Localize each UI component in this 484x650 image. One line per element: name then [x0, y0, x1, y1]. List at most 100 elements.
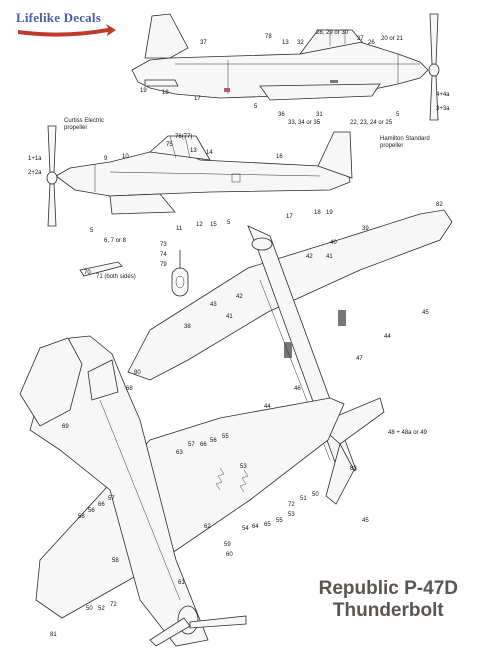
callout: 22, 23, 24 or 25	[350, 120, 393, 126]
callout: 42	[236, 294, 243, 300]
callout: 64	[252, 524, 259, 530]
callout: 61	[178, 580, 185, 586]
callout: 56	[210, 438, 217, 444]
callout: 19	[326, 210, 333, 216]
callout: 9	[104, 156, 108, 162]
callout: 69	[62, 424, 69, 430]
callout: 16	[276, 154, 283, 160]
both-sides-caption: 71 (both sides)	[96, 274, 136, 280]
callout: 82	[436, 202, 443, 208]
callout: 47	[356, 356, 363, 362]
callout: 66	[98, 502, 105, 508]
callout: 48 + 48a or 49	[388, 430, 428, 436]
callout: 53	[240, 464, 247, 470]
callout: 57	[188, 442, 195, 448]
callout: 5	[396, 112, 400, 118]
callouts-upper-view: 82 42 40 39 41 38 42 41 43 45 44 47 46 4…	[184, 202, 443, 410]
callout: 66	[200, 442, 207, 448]
callout: 52	[98, 606, 105, 612]
callout: 55	[276, 518, 283, 524]
brand-logo: Lifelike Decals	[8, 6, 126, 40]
callout: 13	[190, 148, 197, 154]
callout: 41	[326, 254, 333, 260]
callouts-top-side: 37 78 13 32 28, 29 or 30 27 26 20 or 21 …	[140, 30, 450, 126]
callout: 17	[194, 96, 201, 102]
callout: 58	[112, 558, 119, 564]
callout: 39	[362, 226, 369, 232]
callouts-lower-view: 80 68 69 48 + 48a or 49 63 57 66 56 55 5…	[50, 370, 428, 638]
callout: 68	[126, 386, 133, 392]
caption-line: propeller	[380, 143, 404, 149]
callout: 75	[166, 142, 173, 148]
callout: 4+4a	[436, 92, 450, 98]
callout: 38	[184, 324, 191, 330]
callout: 3+3a	[436, 106, 450, 112]
callout: 32	[297, 40, 304, 46]
hamilton-caption: Hamilton Standard propeller	[380, 136, 430, 150]
callout: 10	[122, 154, 129, 160]
callout: 62	[204, 524, 211, 530]
callout: 44	[264, 404, 271, 410]
callout: 36	[278, 112, 285, 118]
callout: 15	[210, 222, 217, 228]
callout: 78	[265, 34, 272, 40]
callout: 17	[286, 214, 293, 220]
callout: 79	[160, 262, 167, 268]
callout: 20 or 21	[381, 36, 404, 42]
callout: 55	[222, 434, 229, 440]
callout: 76(77)	[175, 134, 192, 140]
callout: 37	[200, 40, 207, 46]
callout: 18	[314, 210, 321, 216]
callout: 27	[357, 36, 364, 42]
sheet-title: Republic P-47D Thunderbolt	[319, 578, 458, 622]
callout: 5	[227, 220, 231, 226]
logo-arrow-icon	[18, 24, 116, 37]
callout: 53	[288, 512, 295, 518]
side-profile-left	[46, 125, 353, 227]
callout: 11	[176, 226, 183, 232]
callout: 14	[206, 150, 213, 156]
callout: 81	[50, 632, 57, 638]
callout: 72	[288, 502, 295, 508]
callout: 31	[316, 112, 323, 118]
callout: 40	[330, 240, 337, 246]
callout: 13	[282, 40, 289, 46]
callout: 51	[300, 496, 307, 502]
callout: 1+1a	[28, 156, 42, 162]
landing-gear-detail	[79, 250, 189, 297]
callouts-gear: 73 74 79 70	[84, 242, 167, 276]
callout: 2+2a	[28, 170, 42, 176]
caption-line: Hamilton Standard	[380, 136, 430, 142]
callout: 60	[226, 552, 233, 558]
callout: 80	[134, 370, 141, 376]
callout: 43	[210, 302, 217, 308]
caption-line: Curtiss Electric	[64, 118, 105, 124]
callout: 45	[362, 518, 369, 524]
callout: 72	[110, 602, 117, 608]
callout: 56	[88, 508, 95, 514]
callout: 41	[226, 314, 233, 320]
callout: 54	[242, 526, 249, 532]
callout: 5	[90, 228, 94, 234]
callout: 28, 29 or 30	[316, 30, 349, 36]
caption-line: propeller	[64, 125, 88, 131]
callout: 65	[264, 522, 271, 528]
callout: 5	[254, 104, 258, 110]
callout: 58	[78, 514, 85, 520]
callout: 45	[422, 310, 429, 316]
callout: 6, 7 or 8	[104, 238, 127, 244]
callout: 50	[86, 606, 93, 612]
callout: 63	[176, 450, 183, 456]
callout: 46	[294, 386, 301, 392]
callout: 33, 34 or 35	[288, 120, 321, 126]
callout: 19	[140, 88, 147, 94]
title-line-1: Republic P-47D	[318, 578, 458, 599]
callout: 83	[350, 466, 357, 472]
side-profile-top	[131, 13, 440, 121]
callout: 44	[384, 334, 391, 340]
callout: 18	[162, 90, 169, 96]
callout: 50	[312, 492, 319, 498]
lower-planform	[19, 335, 345, 647]
